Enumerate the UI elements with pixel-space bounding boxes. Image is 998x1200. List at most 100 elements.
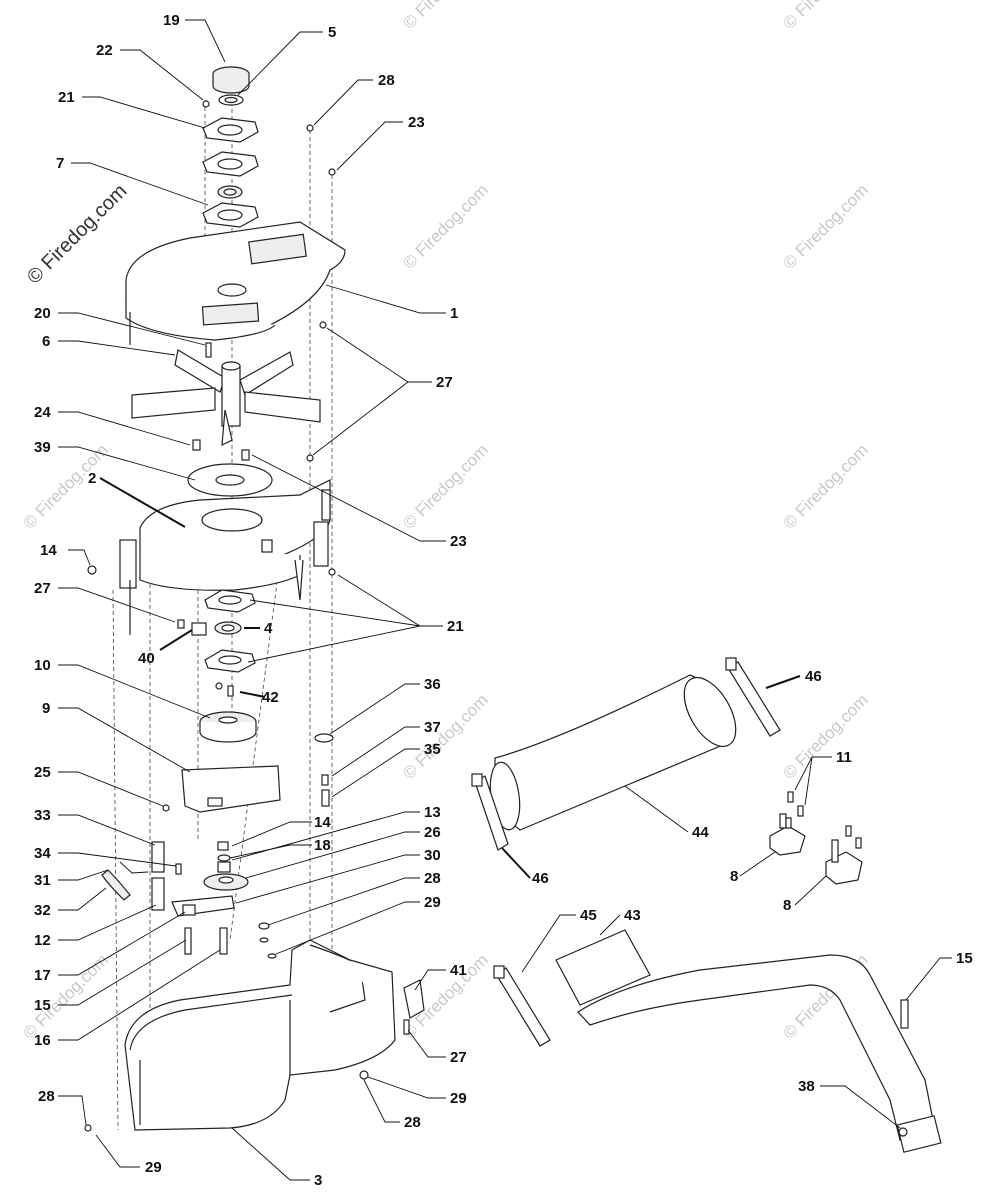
nut-21-c [215,682,223,690]
spacer-13 [217,861,231,873]
spring-hook-31 [119,861,149,874]
screw-11-d [845,825,852,837]
idler-pulley-26 [203,873,249,891]
lower-housing-2 [119,479,331,635]
strap-45 [493,965,551,1047]
washer-29-b [267,953,277,959]
callout-25: 25 [34,764,51,781]
nut-27-b [306,454,314,462]
belt-guard-9 [181,765,281,813]
callout-27: 27 [34,580,51,597]
nut-28-bottom [84,1124,92,1132]
bolt-23 [241,449,250,461]
flange-plate [202,151,259,177]
bolt-15 [184,927,192,955]
watermark-tile: © Firedog.com [779,0,871,33]
callout-44: 44 [692,824,709,841]
nut-22 [202,100,210,108]
nut-38 [898,1127,908,1137]
callout-41: 41 [450,962,467,979]
nut-14-b [217,841,229,851]
callout-23: 23 [450,533,467,550]
screw-11-b [787,791,794,803]
bag-holder-43 [555,929,651,1006]
callout-22: 22 [96,42,113,59]
flange-lower [202,202,259,228]
spring-32 [101,869,131,901]
handle-frame [577,954,942,1153]
bracket-40 [191,622,207,636]
watermark-tile: © Firedog.com [399,180,491,272]
nut-28-mid [258,922,270,930]
watermark-tile: © Firedog.com [399,0,491,33]
screw-11-c [797,805,804,817]
bolt-15-right [900,999,909,1029]
flange-21-bottom [204,649,256,673]
callout-8: 8 [730,868,738,885]
callout-40: 40 [138,650,155,667]
callout-29: 29 [424,894,441,911]
callout-4: 4 [264,620,273,637]
pin-34 [175,863,182,875]
strap-46-left [471,773,509,851]
bolt-16 [219,927,228,955]
watermark-tile: © Firedog.com [779,180,871,272]
callout-labels: 19 5 22 28 21 23 7 1 20 6 27 24 39 2 23 … [34,12,973,1189]
callout-14: 14 [314,814,331,831]
screw-11-a [785,817,792,829]
flange-21-lower [204,589,256,613]
callout-21: 21 [447,618,464,635]
watermark-tile: © Firedog.com [779,440,871,532]
callout-46: 46 [532,870,549,887]
callout-31: 31 [34,872,51,889]
washer-36 [314,733,334,743]
callout-30: 30 [424,847,441,864]
callout-5: 5 [328,24,336,41]
callout-42: 42 [262,689,279,706]
nut-28-top [306,124,314,132]
housing-cover-1 [125,221,346,345]
strap-46-top [725,657,781,737]
callout-14: 14 [40,542,57,559]
bearing-4 [214,621,242,635]
callout-20: 20 [34,305,51,322]
callout-16: 16 [34,1032,51,1049]
impeller-6 [131,349,321,447]
nut-14 [87,565,97,575]
nut-27-c [177,619,185,629]
watermark-tile: © Firedog.com [399,440,491,532]
callout-43: 43 [624,907,641,924]
screw-25 [162,804,170,812]
callout-8: 8 [783,897,791,914]
bolt-23-top [328,168,336,176]
cap-19 [212,66,250,94]
bracket-41 [403,979,425,1019]
nut-29 [359,1070,369,1080]
callout-28: 28 [378,72,395,89]
callout-26: 26 [424,824,441,841]
callout-29: 29 [450,1090,467,1107]
callout-2: 2 [88,470,96,487]
callout-28: 28 [404,1114,421,1131]
callout-13: 13 [424,804,441,821]
callout-35: 35 [424,741,441,758]
washer-18 [217,854,231,862]
nut-27-a [319,321,327,329]
bolt-24 [192,439,201,451]
watermark-main: © Firedog.com [23,180,132,289]
callout-17: 17 [34,967,51,984]
callout-15: 15 [34,997,51,1014]
callout-3: 3 [314,1172,322,1189]
watermark-tile: © Firedog.com [779,690,871,782]
callout-33: 33 [34,807,51,824]
callout-38: 38 [798,1078,815,1095]
callout-28: 28 [38,1088,55,1105]
nut-21-right [328,568,336,576]
callout-6: 6 [42,333,50,350]
discharge-chute-3 [124,939,396,1131]
bearing-5 [218,94,244,106]
watermark-tile: © Firedog.com [399,690,491,782]
callout-29: 29 [145,1159,162,1176]
callout-32: 32 [34,902,51,919]
callout-10: 10 [34,657,51,674]
